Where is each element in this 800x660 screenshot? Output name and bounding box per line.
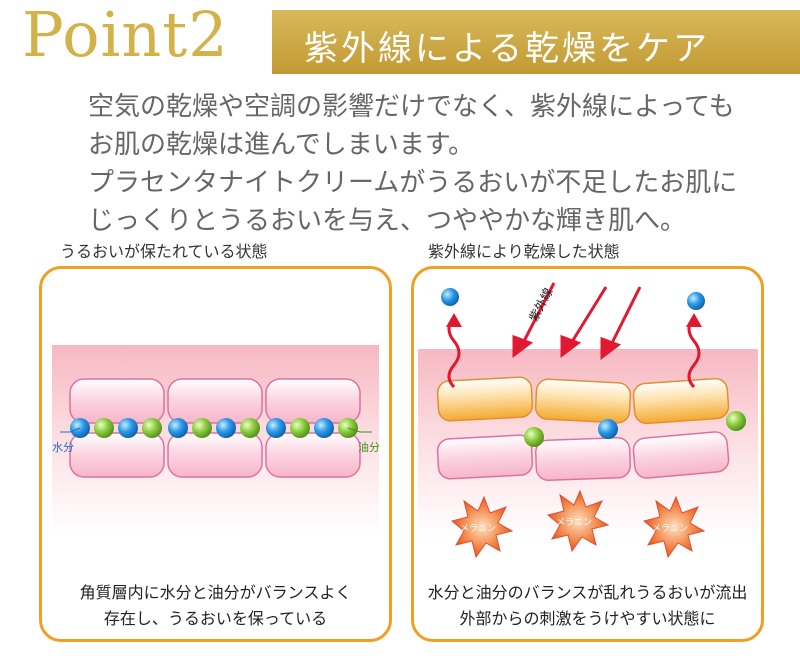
point-heading: Point2 xyxy=(22,0,229,71)
evaporation-arrowhead xyxy=(446,313,462,327)
damaged-cell-row-bottom xyxy=(436,431,730,481)
dry-skin-panel: 紫外線 メラニン メラニン メラニン 水分と油分のバランスが乱れうるおいが流出 … xyxy=(411,266,764,642)
intro-line: 空気の乾燥や空調の影響だけでなく、紫外線によっても xyxy=(88,92,735,122)
title-banner: 紫外線による乾燥をケア xyxy=(272,10,800,74)
scattered-balls xyxy=(524,411,746,447)
left-footer-line: 存在し、うるおいを保っている xyxy=(103,609,328,628)
evaporation-arrowhead xyxy=(686,313,702,327)
escaping-water-ball xyxy=(441,288,459,306)
intro-line: じっくりとうるおいを与え、つややかな輝き肌へ。 xyxy=(88,206,687,236)
intro-line: プラセンタナイトクリームがうるおいが不足したお肌に xyxy=(88,168,738,198)
damaged-cell-row-top xyxy=(436,376,730,425)
melanin-label: メラニン xyxy=(652,523,688,534)
healthy-skin-panel: 水分 油分 角質層内に水分と油分がバランスよく 存在し、うるおいを保っている xyxy=(39,266,392,642)
oil-label: 油分 xyxy=(358,440,380,454)
intro-line: お肌の乾燥は進んでしまいます。 xyxy=(88,130,475,160)
dry-skin-illustration: 紫外線 メラニン メラニン メラニン xyxy=(418,282,758,559)
uv-label: 紫外線 xyxy=(526,285,556,324)
left-caption: うるおいが保たれている状態 xyxy=(60,242,268,261)
right-footer-line: 水分と油分のバランスが乱れうるおいが流出 xyxy=(427,583,748,602)
moisture-oil-balls xyxy=(70,418,358,438)
header: Point2 紫外線による乾燥をケア xyxy=(0,0,800,86)
melanin-label: メラニン xyxy=(460,523,496,534)
water-label: 水分 xyxy=(52,441,74,454)
uv-rays xyxy=(512,282,642,360)
healthy-skin-illustration: 水分 油分 xyxy=(52,345,380,535)
right-footer-line: 外部からの刺激をうけやすい状態に xyxy=(459,609,716,628)
left-footer-line: 角質層内に水分と油分がバランスよく xyxy=(79,583,352,602)
melanin-label: メラニン xyxy=(556,517,592,528)
water-pointer xyxy=(60,427,81,433)
title-text: 紫外線による乾燥をケア xyxy=(304,29,710,69)
melanin-stars xyxy=(450,489,706,559)
right-caption: 紫外線により乾燥した状態 xyxy=(428,242,620,261)
cell-row-bottom xyxy=(69,432,361,478)
escaping-water-ball xyxy=(687,292,705,310)
oil-pointer xyxy=(347,427,372,433)
intro-text: 空気の乾燥や空調の影響だけでなく、紫外線によっても お肌の乾燥は進んでしまいます… xyxy=(88,88,788,240)
evaporation-arrows xyxy=(447,316,701,389)
cell-row-top xyxy=(69,378,361,424)
